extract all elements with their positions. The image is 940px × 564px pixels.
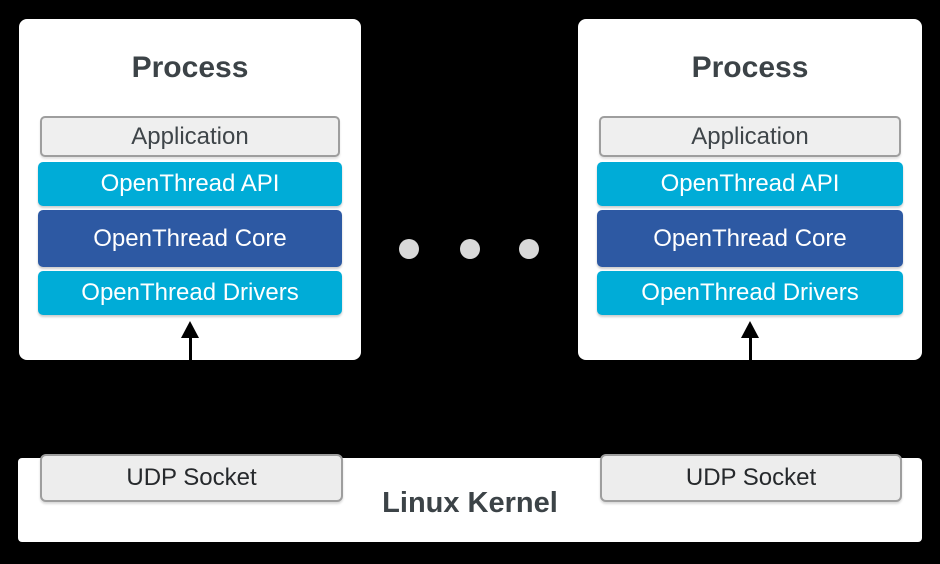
openthread-api-layer: OpenThread API bbox=[38, 162, 342, 206]
linux-kernel-label: Linux Kernel bbox=[382, 487, 558, 519]
udp-socket-box: UDP Socket bbox=[40, 454, 343, 502]
process-card: Process Application OpenThread API OpenT… bbox=[578, 19, 922, 360]
process-title: Process bbox=[691, 51, 809, 84]
ellipsis-dot bbox=[460, 239, 480, 259]
arrow-shaft bbox=[188, 338, 192, 360]
application-layer: Application bbox=[599, 116, 901, 157]
openthread-api-layer: OpenThread API bbox=[597, 162, 903, 206]
openthread-core-layer: OpenThread Core bbox=[597, 210, 903, 267]
openthread-core-layer: OpenThread Core bbox=[38, 210, 342, 267]
ellipsis-dot bbox=[399, 239, 419, 259]
openthread-drivers-layer: OpenThread Drivers bbox=[597, 271, 903, 315]
udp-socket-box: UDP Socket bbox=[600, 454, 902, 502]
openthread-drivers-layer: OpenThread Drivers bbox=[38, 271, 342, 315]
arrow-head bbox=[181, 321, 199, 338]
arrow-shaft bbox=[748, 338, 752, 360]
application-layer: Application bbox=[40, 116, 340, 157]
process-card: Process Application OpenThread API OpenT… bbox=[19, 19, 361, 360]
up-arrow-icon bbox=[741, 321, 759, 360]
up-arrow-icon bbox=[181, 321, 199, 360]
arrow-head bbox=[741, 321, 759, 338]
ellipsis-dot bbox=[519, 239, 539, 259]
process-title: Process bbox=[131, 51, 249, 84]
